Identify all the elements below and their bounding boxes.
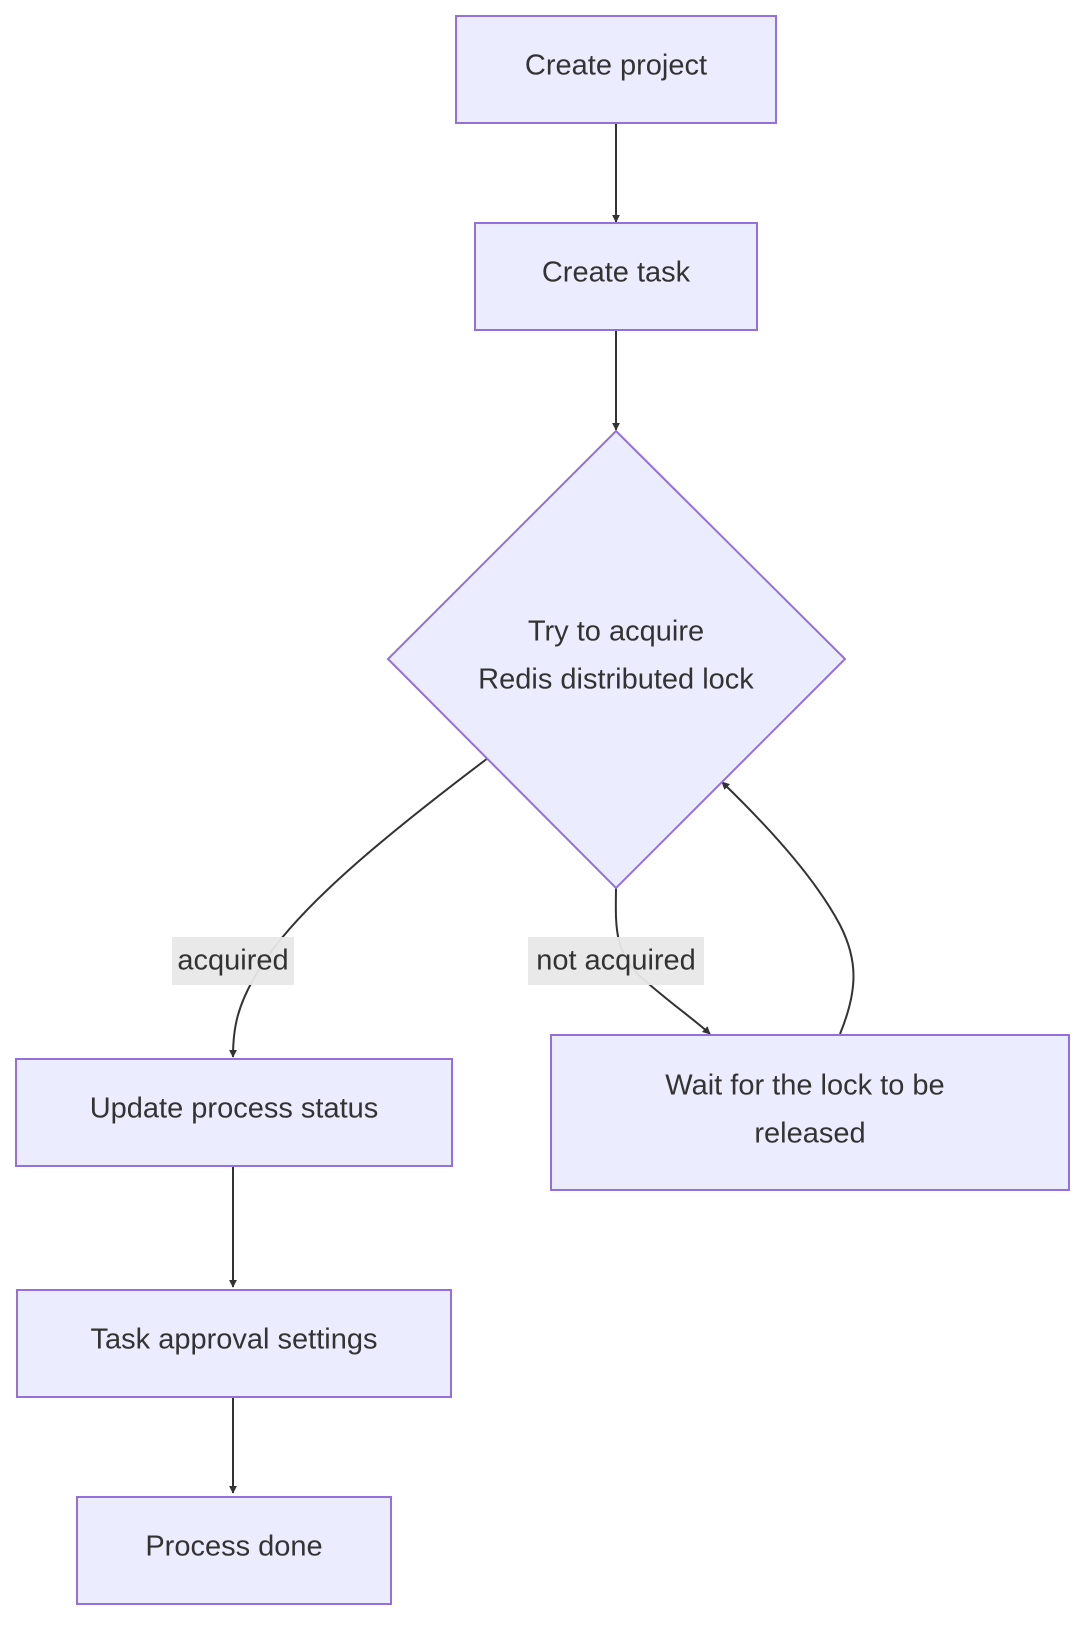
edge-label-acquired-bg (172, 937, 294, 985)
node-decision-label-line1: Try to acquire (528, 616, 704, 648)
node-update-status: Update process status (15, 1058, 453, 1167)
node-decision-label-line2: Redis distributed lock (478, 664, 754, 696)
node-approval-settings-box (16, 1289, 452, 1398)
node-process-done: Process done (76, 1496, 392, 1605)
edge-label-not-acquired: not acquired (528, 937, 704, 985)
node-create-task-label: Create task (542, 257, 691, 289)
node-create-task-box (474, 222, 758, 331)
node-wait-lock-box (550, 1034, 1070, 1191)
node-decision: Try to acquire Redis distributed lock (386, 429, 847, 890)
node-approval-settings-label: Task approval settings (91, 1324, 378, 1356)
edges (229, 122, 855, 1494)
node-decision-diamond (386, 429, 847, 890)
node-create-project: Create project (455, 15, 777, 124)
edge-decision-to-update-status (229, 757, 489, 1058)
edge-label-not-acquired-bg (528, 937, 704, 985)
node-update-status-label: Update process status (90, 1093, 379, 1125)
node-wait-lock: Wait for the lock to be released (550, 1034, 1070, 1191)
edge-label-acquired-text: acquired (177, 945, 288, 977)
node-process-done-label: Process done (145, 1531, 322, 1563)
node-process-done-box (76, 1496, 392, 1605)
edge-label-not-acquired-text: not acquired (536, 945, 696, 977)
edge-label-acquired: acquired (172, 937, 294, 985)
node-create-project-box (455, 15, 777, 124)
node-approval-settings: Task approval settings (16, 1289, 452, 1398)
node-wait-lock-label-line1: Wait for the lock to be (665, 1070, 944, 1102)
node-create-task: Create task (474, 222, 758, 331)
edge-wait-lock-to-decision (721, 781, 855, 1035)
node-update-status-box (15, 1058, 453, 1167)
node-wait-lock-label-line2: released (754, 1118, 865, 1150)
node-create-project-label: Create project (525, 50, 707, 82)
